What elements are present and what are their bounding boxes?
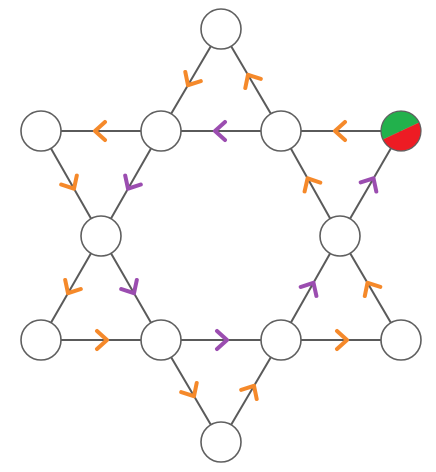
purple-arrow-mid-right-lower-inner-right [298,280,319,298]
orange-arrow-mid-right-lower-right [362,280,383,298]
node-mid-right[interactable] [319,215,361,257]
purple-arrow-mid-left-lower-inner-left [119,278,139,296]
arrows-layer [59,70,383,401]
purple-arrow-lower-inner-left-lower-inner-right [215,329,229,351]
orange-arrow-lower-left-lower-inner-left [95,329,109,351]
orange-arrow-lower-inner-right-lower-right [335,329,349,351]
node-top[interactable] [200,8,242,50]
node-bottom[interactable] [200,421,242,463]
orange-arrow-mid-left-lower-left [63,278,83,296]
orange-arrow-lower-inner-left-bottom [179,381,199,399]
special-node-outline [380,110,422,152]
node-upper-inner-right[interactable] [260,110,302,152]
nodes-layer [20,8,422,463]
node-upper-inner-left[interactable] [140,110,182,152]
orange-arrow-top-upper-inner-right [243,72,263,90]
node-lower-right[interactable] [380,319,422,361]
node-mid-left[interactable] [80,215,122,257]
special-node-upper-right[interactable] [380,110,422,152]
purple-arrow-upper-inner-left-mid-left [123,173,143,191]
node-lower-inner-left[interactable] [140,319,182,361]
node-lower-left[interactable] [20,319,62,361]
orange-arrow-bottom-lower-inner-right [239,383,259,401]
purple-arrow-upper-inner-left-upper-inner-right [213,120,227,142]
special-node-green-half [381,111,420,140]
node-lower-inner-right[interactable] [260,319,302,361]
orange-arrow-upper-left-mid-left [59,173,79,191]
orange-arrow-upper-inner-right-mid-right [302,176,323,194]
orange-arrow-upper-inner-right-upper-right [333,120,347,142]
node-upper-left[interactable] [20,110,62,152]
special-node-red-half [382,122,421,151]
purple-arrow-upper-right-mid-right [358,176,379,194]
orange-arrow-upper-inner-left-top [183,70,203,88]
orange-arrow-upper-left-upper-inner-left [93,120,107,142]
